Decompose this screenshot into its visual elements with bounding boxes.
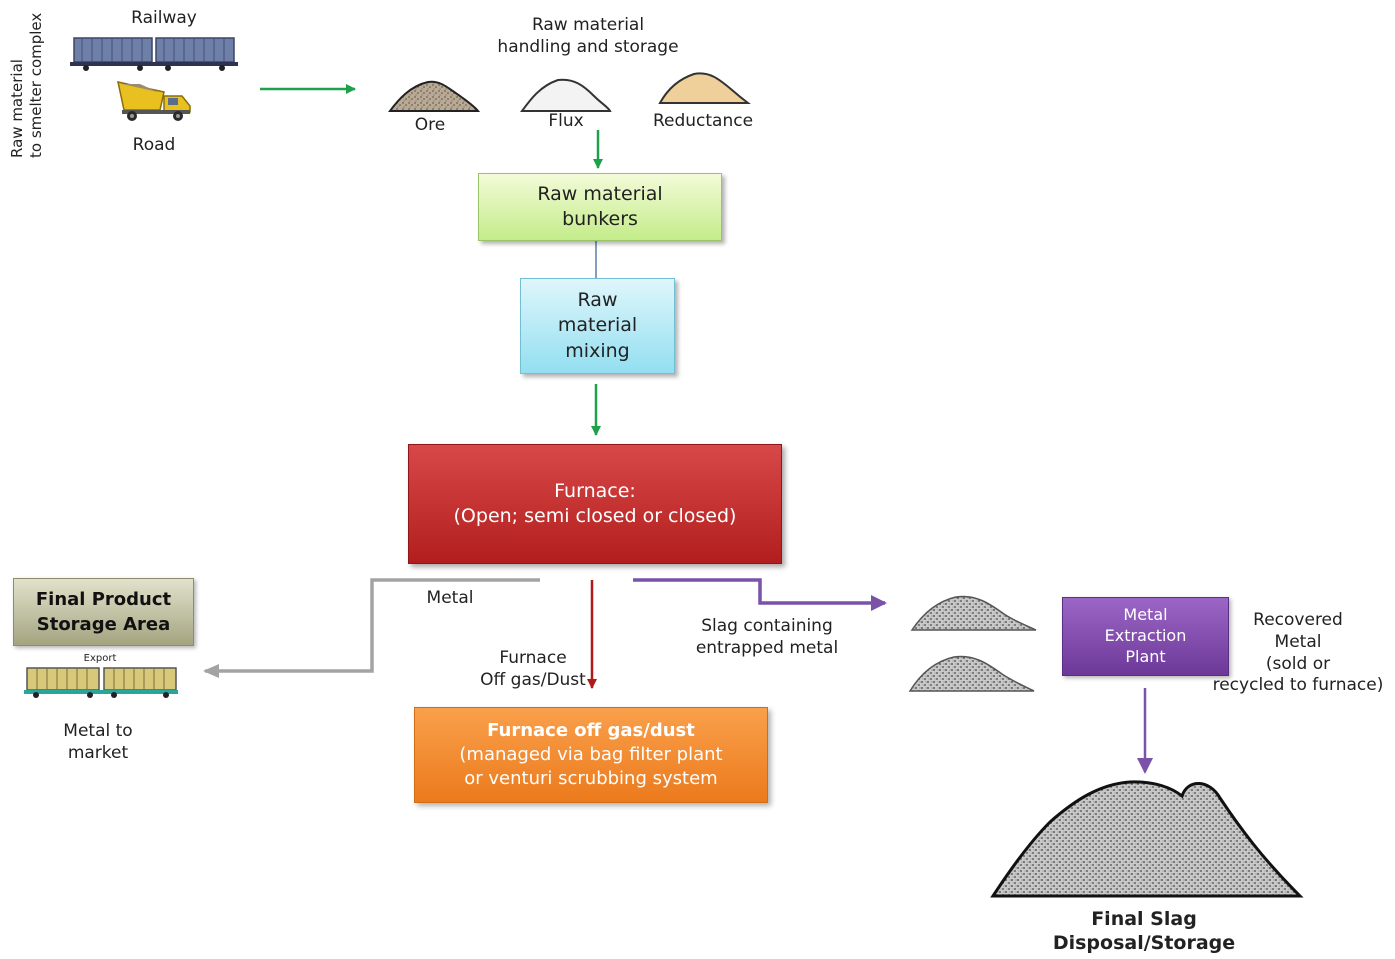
- slag-label-line1: Slag containing: [701, 616, 833, 636]
- side-label-line2: to smelter complex: [26, 12, 45, 158]
- offgas-box-line3: or venturi scrubbing system: [464, 767, 718, 789]
- export-rail-cars-icon: [24, 667, 178, 698]
- slag-label: Slag containing entrapped metal: [672, 616, 862, 660]
- export-tag: Export: [83, 653, 117, 664]
- furnace-offgas-box: Furnace off gas/dust (managed via bag fi…: [414, 707, 768, 803]
- metal-label: Metal: [426, 588, 474, 608]
- offgas-box-line2: (managed via bag filter plant: [459, 744, 723, 766]
- recovered-line1: Recovered: [1253, 610, 1343, 630]
- metal-to-market-label: Metal to market: [40, 721, 156, 765]
- slag-label-line2: entrapped metal: [695, 637, 839, 658]
- furnace-line1: Furnace:: [554, 479, 636, 502]
- raw-material-side-label: Raw material to smelter complex: [8, 0, 46, 158]
- offgas-label-line2: Off gas/Dust: [480, 669, 586, 690]
- recovered-line4: recycled to furnace): [1212, 675, 1384, 696]
- raw-storage-title-line2: handling and storage: [497, 36, 679, 57]
- mixing-line1: Raw: [577, 289, 618, 312]
- recovered-metal-label: Recovered Metal (sold or recycled to fur…: [1203, 610, 1393, 697]
- storage-line1: Final Product: [35, 588, 172, 610]
- final-slag-line1: Final Slag: [1091, 908, 1197, 930]
- mep-line2: Extraction: [1104, 626, 1187, 646]
- metal-market-line2: market: [67, 742, 129, 763]
- mep-line1: Metal: [1123, 605, 1168, 625]
- furnace-box: Furnace: (Open; semi closed or closed): [408, 444, 782, 564]
- slag-pile-icon-2: [908, 655, 1035, 692]
- ore-pile-icon: [388, 80, 481, 112]
- storage-line2: Storage Area: [36, 614, 171, 635]
- metal-market-line1: Metal to: [63, 721, 133, 741]
- recovered-line2: Metal: [1274, 631, 1322, 652]
- raw-material-mixing-box: Raw material mixing: [520, 278, 675, 374]
- road-label: Road: [132, 135, 176, 155]
- raw-storage-title: Raw material handling and storage: [468, 15, 708, 59]
- bunkers-line2: bunkers: [562, 208, 638, 230]
- final-slag-label: Final Slag Disposal/Storage: [1030, 907, 1258, 956]
- furnace-offgas-label: Furnace Off gas/Dust: [470, 648, 596, 692]
- furnace-to-slag-arrow: [633, 578, 887, 611]
- slag-pile-icon: [910, 595, 1037, 631]
- offgas-box-line1: Furnace off gas/dust: [487, 720, 695, 742]
- metal-to-storage-arrow: [203, 578, 540, 678]
- side-label-line1: Raw material: [8, 59, 26, 158]
- mixing-line2: material: [557, 314, 638, 337]
- raw-storage-title-line1: Raw material: [531, 15, 645, 35]
- metal-extraction-plant-box: Metal Extraction Plant: [1062, 597, 1229, 676]
- mep-line3: Plant: [1125, 646, 1166, 666]
- mixing-line3: mixing: [565, 339, 630, 362]
- recovered-line3: (sold or: [1265, 653, 1331, 674]
- railway-label: Railway: [131, 8, 197, 28]
- ore-label: Ore: [414, 115, 446, 135]
- dump-truck-icon: [117, 81, 191, 121]
- railway-cars-icon: [70, 37, 238, 71]
- final-product-storage-box: Final Product Storage Area: [13, 578, 194, 646]
- reductance-pile-icon: [658, 72, 751, 104]
- raw-material-bunkers-box: Raw material bunkers: [478, 173, 722, 241]
- flux-label: Flux: [548, 111, 584, 131]
- bunkers-line1: Raw material: [537, 182, 663, 205]
- final-slag-line2: Disposal/Storage: [1052, 932, 1236, 955]
- final-slag-pile-icon: [990, 780, 1304, 898]
- flux-pile-icon: [520, 78, 612, 112]
- furnace-line2: (Open; semi closed or closed): [453, 505, 737, 527]
- offgas-label-line1: Furnace: [499, 648, 567, 668]
- reductance-label: Reductance: [652, 111, 754, 131]
